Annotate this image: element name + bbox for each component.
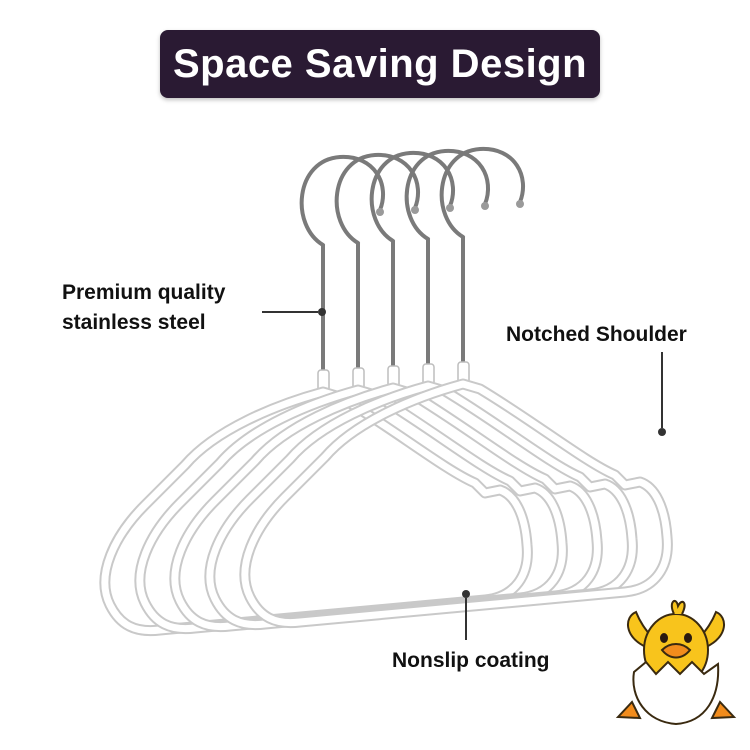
steel-callout-line1: Premium quality: [62, 281, 226, 304]
hanger-3: [175, 153, 597, 627]
shoulder-callout: Notched Shoulder: [506, 323, 687, 346]
hanger-4: [210, 151, 632, 625]
banner-title: Space Saving Design: [172, 41, 588, 86]
hanger-2: [140, 155, 562, 629]
duck-in-eggshell-icon: [615, 599, 737, 726]
shoulder-leader-line: [658, 352, 666, 436]
steel-leader-line: [262, 308, 326, 316]
coating-leader-line: [462, 590, 470, 640]
steel-callout-line2: stainless steel: [62, 311, 206, 334]
hanger-1: [105, 157, 527, 631]
hanger-5: [245, 149, 667, 623]
coating-callout: Nonslip coating: [392, 649, 550, 672]
steel-callout: Premium quality stainless steel: [62, 278, 225, 338]
title-banner: Space Saving Design: [160, 30, 600, 98]
